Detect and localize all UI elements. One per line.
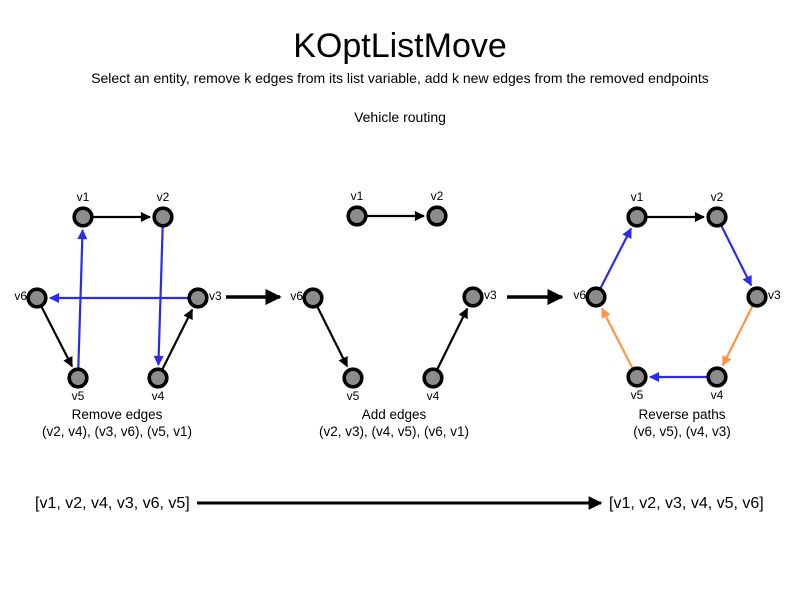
caption-reverse-paths: Reverse paths (v6, v5), (v4, v3) xyxy=(532,406,800,440)
node-label-remove-edges-v5: v5 xyxy=(71,389,85,403)
node-label-remove-edges-v6: v6 xyxy=(14,289,27,303)
graph-node-remove-edges-v3 xyxy=(187,287,209,309)
graph-node-remove-edges-v4 xyxy=(147,367,169,389)
page-title: KOptListMove xyxy=(293,27,507,65)
node-label-reverse-paths-v4: v4 xyxy=(710,388,724,402)
node-label-add-edges-v3: v3 xyxy=(484,288,497,302)
graph-edge-add-edges-v4-v3 xyxy=(436,307,469,370)
graph-edge-remove-edges-v2-v4 xyxy=(153,226,164,367)
node-label-remove-edges-v3: v3 xyxy=(209,289,222,303)
node-label-reverse-paths-v3: v3 xyxy=(768,288,781,302)
caption-reverse-paths-line2: (v6, v5), (v4, v3) xyxy=(633,424,731,439)
node-label-add-edges-v4: v4 xyxy=(426,389,440,403)
graph-node-add-edges-v5 xyxy=(342,367,364,389)
graph-node-add-edges-v6 xyxy=(302,287,324,309)
graph-node-reverse-paths-v5 xyxy=(626,366,648,388)
caption-reverse-paths-line1: Reverse paths xyxy=(638,407,726,422)
graph-node-remove-edges-v5 xyxy=(67,367,89,389)
page-subtitle: Select an entity, remove k edges from it… xyxy=(91,70,709,86)
graph-node-add-edges-v3 xyxy=(462,286,484,308)
node-label-remove-edges-v1: v1 xyxy=(76,190,90,204)
graph-node-reverse-paths-v1 xyxy=(626,206,648,228)
node-label-add-edges-v6: v6 xyxy=(290,289,303,303)
graph-edge-reverse-paths-v5-v6 xyxy=(600,307,634,369)
caption-remove-edges-line1: Remove edges xyxy=(71,407,163,422)
node-label-add-edges-v2: v2 xyxy=(430,189,444,203)
node-label-reverse-paths-v2: v2 xyxy=(710,190,724,204)
graph-edge-remove-edges-v5-v1 xyxy=(77,228,88,369)
context-label: Vehicle routing xyxy=(354,109,446,125)
caption-add-edges-line2: (v2, v3), (v4, v5), (v6, v1) xyxy=(318,424,470,439)
graph-edge-reverse-paths-v3-v4 xyxy=(721,305,754,367)
caption-add-edges-line1: Add edges xyxy=(361,407,427,422)
graph-edge-reverse-paths-v2-v3 xyxy=(720,225,753,287)
list-value-before: [v1, v2, v4, v3, v6, v5] xyxy=(35,495,190,512)
graph-edge-reverse-paths-v6-v1 xyxy=(599,227,633,289)
graph-node-remove-edges-v2 xyxy=(152,206,174,228)
graph-edge-add-edges-v6-v5 xyxy=(316,306,349,368)
caption-remove-edges-line2: (v2, v4), (v3, v6), (v5, v1) xyxy=(41,424,193,439)
graph-node-remove-edges-v1 xyxy=(72,206,94,228)
node-label-remove-edges-v4: v4 xyxy=(151,389,165,403)
graph-node-add-edges-v4 xyxy=(422,367,444,389)
node-label-add-edges-v1: v1 xyxy=(350,189,364,203)
graph-node-reverse-paths-v3 xyxy=(746,286,768,308)
list-value-after: [v1, v2, v3, v4, v5, v6] xyxy=(609,495,764,512)
graph-edge-remove-edges-v4-v3 xyxy=(161,308,194,370)
node-label-reverse-paths-v5: v5 xyxy=(630,388,644,402)
caption-add-edges: Add edges (v2, v3), (v4, v5), (v6, v1) xyxy=(244,406,544,440)
graph-node-add-edges-v2 xyxy=(426,205,448,227)
node-label-reverse-paths-v6: v6 xyxy=(573,288,586,302)
node-label-remove-edges-v2: v2 xyxy=(156,190,170,204)
node-label-reverse-paths-v1: v1 xyxy=(630,190,644,204)
graph-node-remove-edges-v6 xyxy=(26,287,48,309)
graph-node-reverse-paths-v6 xyxy=(585,286,607,308)
graph-node-reverse-paths-v4 xyxy=(706,366,728,388)
caption-remove-edges: Remove edges (v2, v4), (v3, v6), (v5, v1… xyxy=(0,406,267,440)
graph-node-reverse-paths-v2 xyxy=(706,206,728,228)
graph-node-add-edges-v1 xyxy=(346,205,368,227)
node-label-add-edges-v5: v5 xyxy=(346,389,360,403)
graph-edge-remove-edges-v6-v5 xyxy=(40,306,74,368)
